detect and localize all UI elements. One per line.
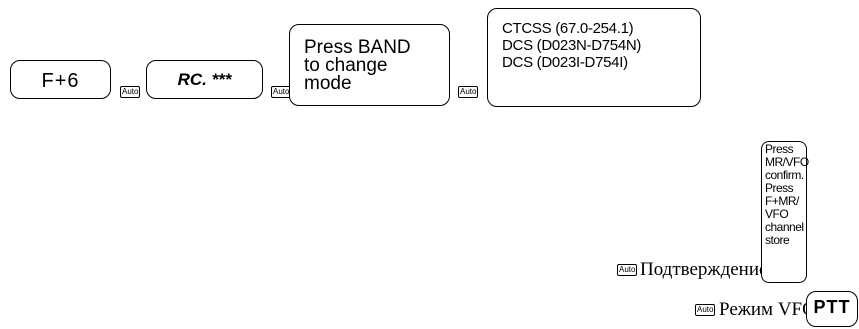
display-rc-label: RC. *** [177, 70, 232, 89]
key-f6-label: F+6 [41, 70, 80, 92]
ptt-key: PTT [806, 291, 858, 327]
auto-icon: Auto [617, 264, 638, 276]
key-f6: F+6 [10, 60, 111, 99]
confirm-store-line: confirm. [765, 168, 804, 182]
tone-code-line: DCS (D023N-D754N) [502, 37, 642, 54]
auto-icon: Auto [695, 304, 716, 316]
confirm-text: Подтверждение - [640, 259, 779, 280]
confirm-store-line: channel [765, 220, 804, 234]
tone-code-line: CTCSS (67.0-254.1) [502, 20, 634, 37]
vfo-mode-text: Режим VFO - [719, 299, 827, 320]
tone-codes-box: CTCSS (67.0-254.1) DCS (D023N-D754N) DCS… [487, 8, 701, 107]
confirm-store-line: Press [765, 142, 794, 156]
press-band-line: Press BAND [304, 37, 411, 58]
ptt-label: PTT [813, 297, 851, 317]
tone-codes-text: CTCSS (67.0-254.1) DCS (D023N-D754N) DCS… [502, 20, 641, 71]
confirm-store-text: Press MR/VFO confirm. Press F+MR/ VFO ch… [765, 143, 809, 247]
confirm-store-box: Press MR/VFO confirm. Press F+MR/ VFO ch… [761, 141, 809, 283]
confirm-store-line: store [765, 233, 790, 247]
confirm-store-line: MR/VFO [765, 155, 809, 169]
display-rc-box: RC. *** [146, 60, 263, 99]
auto-icon: Auto [120, 86, 141, 98]
press-band-box: Press BAND to change mode [289, 24, 450, 106]
confirm-store-line: F+MR/ [765, 194, 799, 208]
auto-icon: Auto [458, 86, 479, 98]
confirm-store-line: VFO [765, 207, 789, 221]
press-band-line: to change [304, 55, 388, 76]
press-band-text: Press BAND to change mode [304, 37, 411, 94]
press-band-line: mode [304, 73, 352, 94]
confirm-store-line: Press [765, 181, 794, 195]
tone-code-line: DCS (D023I-D754I) [502, 54, 628, 71]
